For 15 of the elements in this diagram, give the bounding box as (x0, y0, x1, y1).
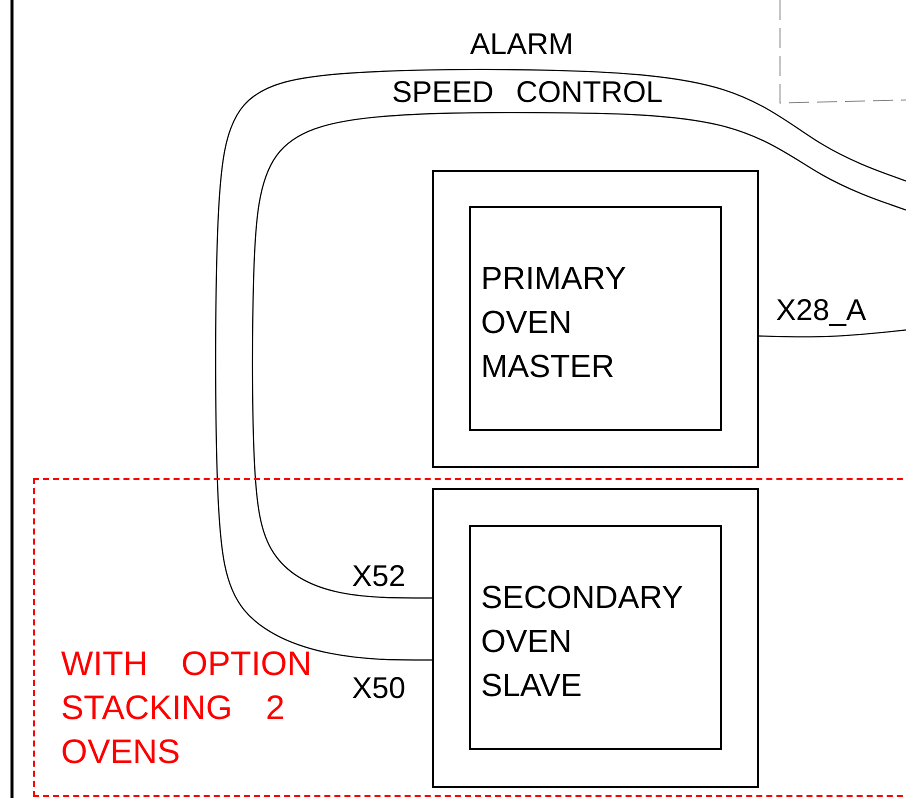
inner-box (469, 206, 722, 431)
node-label: PRIMARY OVEN MASTER (481, 259, 627, 386)
outer-box (432, 170, 759, 468)
inner-box (469, 525, 722, 750)
connector-label: X50 (352, 672, 406, 706)
cable-line (252, 112, 906, 599)
outer-box (432, 488, 759, 788)
cable-line (215, 68, 906, 661)
node-label: SECONDARY OVEN SLAVE (481, 578, 684, 705)
node-label: WITH OPTION STACKING 2 OVENS (61, 644, 313, 773)
cable-label: ALARM (470, 28, 574, 62)
connector-label: X52 (352, 560, 406, 594)
connector-label: X28_A (776, 294, 866, 328)
cable-label: SPEED CONTROL (392, 76, 663, 110)
cable-line (758, 329, 906, 338)
